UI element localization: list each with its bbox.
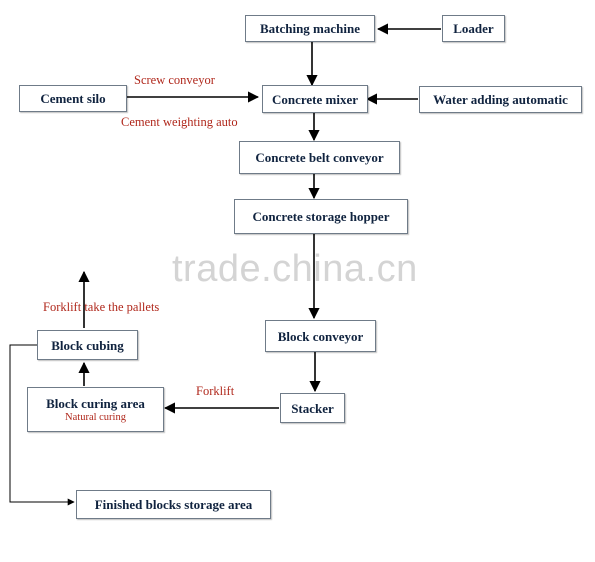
loader-label: Loader bbox=[453, 21, 494, 36]
stacker-label: Stacker bbox=[291, 400, 334, 416]
loader-box: Loader bbox=[442, 15, 505, 42]
block-curing-area-label: Block curing area bbox=[46, 395, 145, 411]
stacker-box: Stacker bbox=[280, 393, 345, 423]
arrow-cubing-to-finished bbox=[9, 344, 75, 506]
forklift-pallets-label: Forklift take the pallets bbox=[43, 300, 160, 314]
finished-storage-label: Finished blocks storage area bbox=[94, 497, 253, 512]
belt-conveyor-box: Concrete belt conveyor bbox=[239, 141, 400, 174]
water-adding-box: Water adding automatic bbox=[419, 86, 582, 113]
block-cubing-label: Block cubing bbox=[51, 337, 124, 353]
finished-storage-box: Finished blocks storage area bbox=[76, 490, 271, 519]
watermark: trade.china.cn bbox=[172, 248, 418, 290]
block-cubing-box: Block cubing bbox=[37, 330, 138, 360]
storage-hopper-box: Concrete storage hopper bbox=[234, 199, 408, 234]
storage-hopper-label: Concrete storage hopper bbox=[252, 209, 390, 224]
block-conveyor-label: Block conveyor bbox=[277, 328, 364, 344]
concrete-mixer-label: Concrete mixer bbox=[271, 91, 359, 107]
cement-silo-box: Cement silo bbox=[19, 85, 127, 112]
forklift-label: Forklift bbox=[196, 384, 235, 398]
cement-silo-label: Cement silo bbox=[40, 91, 106, 106]
natural-curing-label: Natural curing bbox=[65, 411, 126, 423]
batching-machine-label: Batching machine bbox=[259, 21, 361, 36]
cement-weighting-label: Cement weighting auto bbox=[121, 115, 238, 129]
concrete-mixer-box: Concrete mixer bbox=[262, 85, 368, 113]
water-adding-label: Water adding automatic bbox=[433, 92, 568, 107]
block-curing-area-box: Block curing area Natural curing bbox=[27, 387, 164, 432]
screw-conveyor-label: Screw conveyor bbox=[134, 73, 215, 87]
batching-machine-box: Batching machine bbox=[245, 15, 375, 42]
block-conveyor-box: Block conveyor bbox=[265, 320, 376, 352]
belt-conveyor-label: Concrete belt conveyor bbox=[255, 150, 384, 165]
